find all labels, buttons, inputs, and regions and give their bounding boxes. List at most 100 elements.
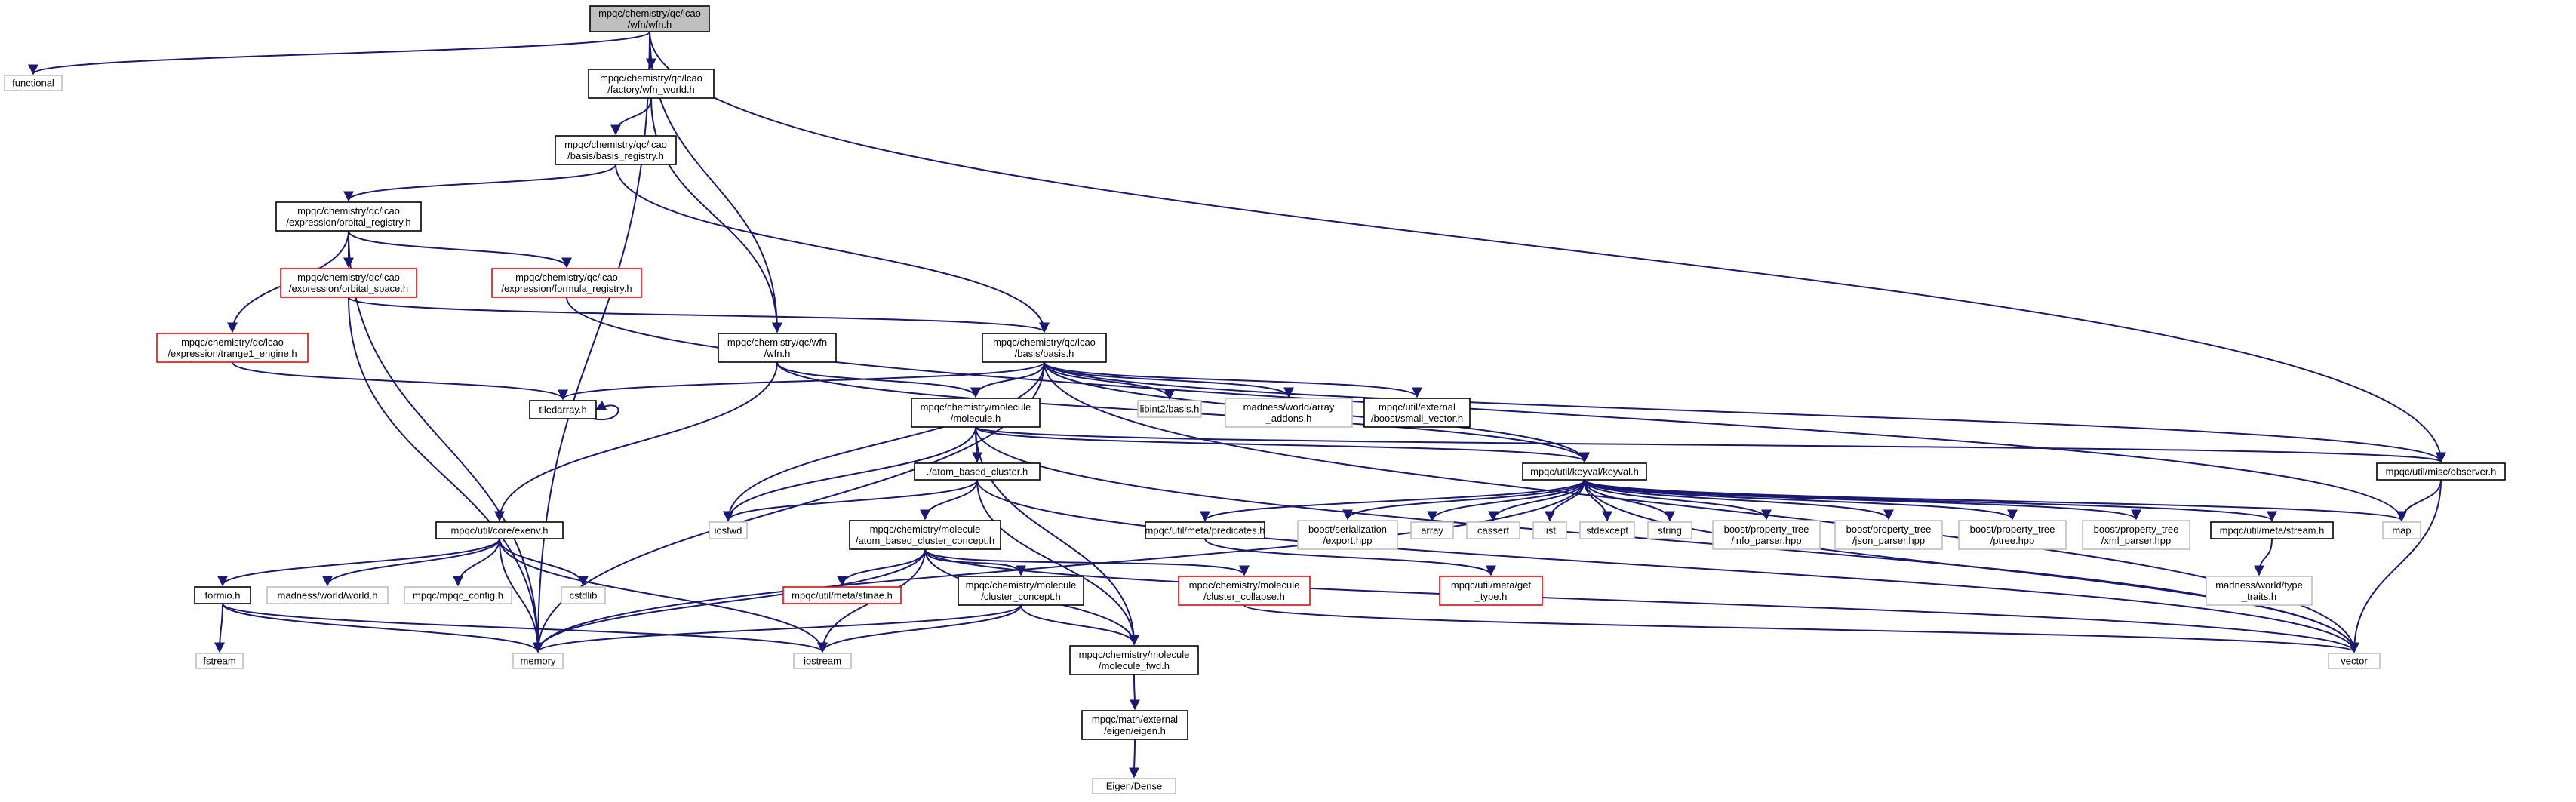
node-mpqc-chemistry-molecule-molecule-h[interactable]: mpqc/chemistry/molecule/molecule.h: [911, 398, 1041, 428]
node-label: mpqc/chemistry/qc/lcao: [598, 8, 701, 19]
node-label: /wfn.h: [764, 348, 791, 359]
node-mpqc-util-meta-predicates-h[interactable]: mpqc/util/meta/predicates.h: [1145, 521, 1265, 539]
node-mpqc-util-external-boost-small-vector-h[interactable]: mpqc/util/external/boost/small_vector.h: [1363, 398, 1471, 428]
edge-n4-n44: [348, 230, 543, 653]
edge-n20-n40: [924, 548, 1250, 576]
edge-n16-n28: [1584, 479, 1772, 521]
node-box: [849, 520, 1001, 550]
node-label: /info_parser.hpp: [1731, 535, 1801, 546]
node-box: [1297, 520, 1398, 550]
node-string: string: [1647, 521, 1692, 539]
edge-n3-n4: [343, 164, 616, 202]
node-mpqc-math-external-eigen-eigen-h[interactable]: mpqc/math/external/eigen/eigen.h: [1081, 710, 1188, 740]
node-box: [2082, 520, 2190, 550]
node-mpqc-chemistry-qc-lcao-expression-formula-registry-h[interactable]: mpqc/chemistry/qc/lcao/expression/formul…: [491, 268, 642, 298]
node-box: [156, 333, 309, 363]
node-label: boost/property_tree: [1724, 524, 1809, 535]
edge-n9-n10: [558, 361, 1045, 401]
node-boost-property-tree-info-parser-hpp: boost/property_tree/info_parser.hpp: [1712, 520, 1821, 550]
edge-n39-n45: [817, 604, 1022, 653]
node-mpqc-chemistry-molecule-cluster-concept-h[interactable]: mpqc/chemistry/molecule/cluster_concept.…: [958, 576, 1084, 606]
node-box: [709, 521, 748, 539]
node-tiledarray-h[interactable]: tiledarray.h: [529, 400, 597, 419]
edge-n16-n30: [1584, 479, 2018, 521]
node-label: ./atom_based_cluster.h: [927, 466, 1028, 478]
node-madness-world-type-traits-h: madness/world/type_traits.h: [2206, 576, 2313, 606]
node-box: [529, 400, 597, 419]
edge-n19-n45: [499, 538, 828, 653]
node-label: /basis/basis_registry.h: [567, 150, 664, 161]
node-mpqc-chemistry-qc-wfn-wfn-h[interactable]: mpqc/chemistry/qc/wfn/wfn.h: [718, 333, 837, 363]
node-mpqc-chemistry-qc-lcao-factory-wfn-world-h[interactable]: mpqc/chemistry/qc/lcao/factory/wfn_world…: [588, 69, 715, 99]
edge-n40-n47: [1243, 604, 2359, 653]
node-mpqc-util-core-exenv-h[interactable]: mpqc/util/core/exenv.h: [435, 521, 564, 539]
node-map: map: [2382, 521, 2421, 539]
node-box: [1579, 521, 1635, 539]
node-box: [491, 268, 642, 298]
node-label: iostream: [804, 656, 841, 667]
node-mpqc-chemistry-molecule-atom-based-cluster-concept-h[interactable]: mpqc/chemistry/molecule/atom_based_clust…: [849, 520, 1001, 550]
node-label: formio.h: [205, 590, 241, 601]
node-boost-serialization-export-hpp: boost/serialization/export.hpp: [1297, 520, 1398, 550]
node-label: mpqc/chemistry/molecule: [870, 524, 981, 535]
node-label: /expression/orbital_space.h: [289, 283, 408, 294]
edge-n32-n42: [2254, 538, 2273, 576]
node-mpqc-chemistry-qc-lcao-expression-trange1-engine-h[interactable]: mpqc/chemistry/qc/lcao/expression/trange…: [156, 333, 309, 363]
node-label: mpqc/util/meta/stream.h: [2220, 525, 2325, 536]
node-label: mpqc/chemistry/qc/lcao: [515, 272, 618, 283]
node-mpqc-util-misc-observer-h[interactable]: mpqc/util/misc/observer.h: [2376, 462, 2506, 481]
node-vector: vector: [2328, 653, 2381, 669]
node-box: [280, 268, 417, 298]
node-mpqc-util-keyval-keyval-h[interactable]: mpqc/util/keyval/keyval.h: [1522, 462, 1647, 481]
node-mpqc-chemistry-molecule-molecule-fwd-h[interactable]: mpqc/chemistry/molecule/molecule_fwd.h: [1069, 645, 1199, 675]
node-label: mpqc/util/core/exenv.h: [450, 525, 548, 536]
node-mpqc-chemistry-qc-lcao-basis-basis-h[interactable]: mpqc/chemistry/qc/lcao/basis/basis.h: [982, 333, 1107, 363]
edge-n9-n17: [1044, 361, 2446, 463]
node-mpqc-util-meta-sfinae-h[interactable]: mpqc/util/meta/sfinae.h: [782, 586, 902, 604]
node-mpqc-chemistry-qc-lcao-basis-basis-registry-h[interactable]: mpqc/chemistry/qc/lcao/basis/basis_regis…: [555, 135, 677, 165]
node-label: fstream: [203, 656, 235, 667]
node-label: mpqc/chemistry/molecule: [1079, 649, 1190, 660]
edge-n16-n44: [533, 479, 1585, 653]
edge-n16-n23: [1427, 479, 1585, 522]
node-mpqc-chemistry-qc-lcao-expression-orbital-space-h[interactable]: mpqc/chemistry/qc/lcao/expression/orbita…: [280, 268, 417, 298]
edge-n16-n33: [1584, 479, 2407, 522]
node-label: mpqc/chemistry/qc/lcao: [600, 72, 702, 84]
edge-n16-n29: [1584, 479, 1894, 521]
node-box: [2206, 576, 2313, 606]
node-label: iosfwd: [715, 525, 742, 536]
node-box: [2382, 521, 2421, 539]
node-mpqc-chemistry-qc-lcao-wfn-wfn-h[interactable]: mpqc/chemistry/qc/lcao/wfn/wfn.h: [589, 5, 710, 32]
edge-n9-n18: [723, 361, 1045, 522]
node-label: madness/world/world.h: [278, 590, 378, 601]
node-label: _traits.h: [2241, 591, 2276, 602]
node-atom-based-cluster-h[interactable]: ./atom_based_cluster.h: [914, 462, 1041, 481]
node-box: [958, 576, 1084, 606]
node-label: mpqc/util/meta/sfinae.h: [792, 590, 893, 601]
edge-n11-n17: [975, 426, 2446, 463]
node-label: /ptree.hpp: [1990, 535, 2035, 546]
node-formio-h[interactable]: formio.h: [194, 586, 251, 604]
node-box: [2328, 653, 2381, 669]
node-label: mpqc/chemistry/molecule: [966, 579, 1077, 591]
node-box: [1532, 521, 1567, 539]
node-cassert: cassert: [1466, 521, 1520, 539]
node-mpqc-util-meta-get-type-h[interactable]: mpqc/util/meta/get_type.h: [1439, 576, 1543, 606]
node-array: array: [1410, 521, 1454, 539]
node-mpqc-util-meta-stream-h[interactable]: mpqc/util/meta/stream.h: [2210, 521, 2334, 539]
node-box: [782, 586, 902, 604]
node-label: /molecule_fwd.h: [1099, 660, 1170, 671]
node-box: [2376, 462, 2506, 481]
node-madness-world-world-h: madness/world/world.h: [266, 586, 389, 604]
edge-n48-n49: [1129, 739, 1140, 779]
node-box: [914, 462, 1041, 481]
node-label: /cluster_concept.h: [981, 591, 1061, 602]
node-label: cstdlib: [570, 590, 598, 601]
node-cstdlib: cstdlib: [561, 586, 606, 604]
edge-layer: [28, 31, 2446, 779]
edge-n39-n44: [533, 604, 1022, 653]
node-mpqc-chemistry-molecule-cluster-collapse-h[interactable]: mpqc/chemistry/molecule/cluster_collapse…: [1178, 576, 1311, 606]
edge-n20-n44: [533, 548, 926, 653]
node-mpqc-chemistry-qc-lcao-expression-orbital-registry-h[interactable]: mpqc/chemistry/qc/lcao/expression/orbita…: [275, 201, 422, 232]
node-box: [4, 75, 63, 91]
